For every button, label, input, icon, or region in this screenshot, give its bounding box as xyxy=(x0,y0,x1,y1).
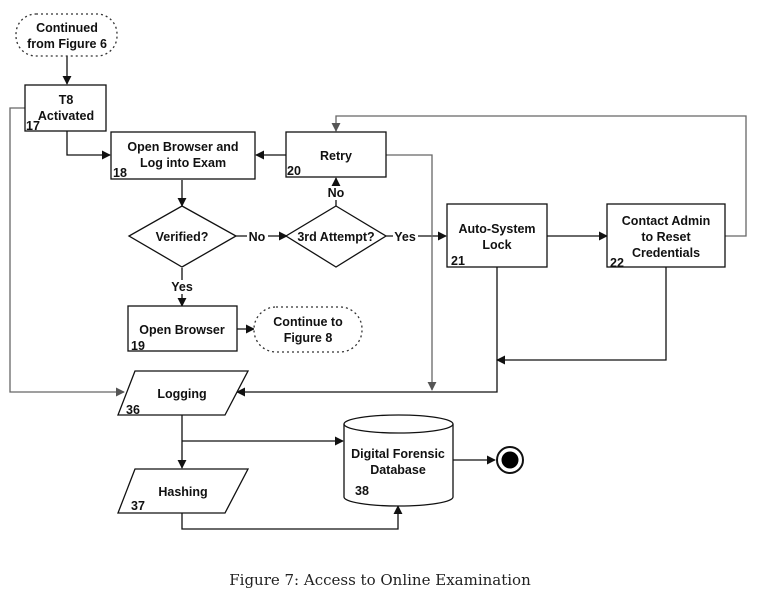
node-17-t8-activated: T8 Activated 17 xyxy=(24,84,107,133)
end-state-icon xyxy=(496,446,524,474)
edge-22-to-20 xyxy=(331,115,747,237)
node-number: 17 xyxy=(26,119,40,133)
node-label: Database xyxy=(370,463,426,477)
node-label: Contact Admin xyxy=(622,214,710,228)
figure-caption: Figure 7: Access to Online Examination xyxy=(229,571,531,589)
node-18-open-browser-login: Open Browser and Log into Exam 18 xyxy=(110,131,256,180)
node-label: Hashing xyxy=(158,485,207,499)
node-label: Credentials xyxy=(632,246,700,260)
node-label: Auto-System xyxy=(458,222,535,236)
edge-label-verified-yes: Yes xyxy=(171,280,193,294)
edge-label-attempt-no: No xyxy=(328,186,345,200)
node-3rd-attempt-decision: 3rd Attempt? xyxy=(284,205,388,268)
node-37-hashing: Hashing 37 xyxy=(117,468,250,514)
node-19-open-browser: Open Browser 19 xyxy=(127,305,238,353)
node-label: Logging xyxy=(157,387,206,401)
node-label: T8 xyxy=(59,93,74,107)
node-label: Open Browser xyxy=(139,323,225,337)
node-label: Continue to xyxy=(273,315,343,329)
node-22-contact-admin: Contact Admin to Reset Credentials 22 xyxy=(606,203,726,270)
edge-label-attempt-yes: Yes xyxy=(394,230,416,244)
node-36-logging: Logging 36 xyxy=(117,370,250,417)
node-38-digital-forensic-database: Digital Forensic Database 38 xyxy=(343,414,454,507)
node-number: 21 xyxy=(451,254,465,268)
node-label: Digital Forensic xyxy=(351,447,445,461)
node-continue-to-figure-8: Continue to Figure 8 xyxy=(253,306,363,353)
node-label: to Reset xyxy=(641,230,691,244)
edge-21-to-36 xyxy=(236,267,498,397)
node-number: 18 xyxy=(113,166,127,180)
node-label: Open Browser and xyxy=(127,140,238,154)
edge-37-to-38 xyxy=(181,505,403,530)
node-label: Verified? xyxy=(156,230,209,244)
node-label: 3rd Attempt? xyxy=(297,230,374,244)
edge-17-to-36 xyxy=(9,107,125,397)
node-label: Figure 8 xyxy=(284,331,333,345)
node-label: Activated xyxy=(38,109,94,123)
node-21-auto-system-lock: Auto-System Lock 21 xyxy=(446,203,548,268)
node-number: 22 xyxy=(610,256,624,270)
node-number: 38 xyxy=(355,484,369,498)
node-number: 37 xyxy=(131,499,145,513)
edge-20-to-36 xyxy=(386,154,437,391)
node-number: 19 xyxy=(131,339,145,353)
node-20-retry: Retry 20 xyxy=(285,131,387,178)
node-label: Lock xyxy=(482,238,511,252)
node-label: from Figure 6 xyxy=(27,37,107,51)
edge-label-verified-no: No xyxy=(249,230,266,244)
edge-22-to-36 xyxy=(496,267,667,365)
edges xyxy=(9,56,747,530)
node-verified-decision: Verified? xyxy=(127,205,238,268)
node-label: Retry xyxy=(320,149,352,163)
node-label: Log into Exam xyxy=(140,156,226,170)
node-number: 36 xyxy=(126,403,140,417)
node-number: 20 xyxy=(287,164,301,178)
node-label: Continued xyxy=(36,21,98,35)
node-continued-from-figure-6: Continued from Figure 6 xyxy=(15,13,118,57)
edge-17-to-18 xyxy=(66,131,111,160)
